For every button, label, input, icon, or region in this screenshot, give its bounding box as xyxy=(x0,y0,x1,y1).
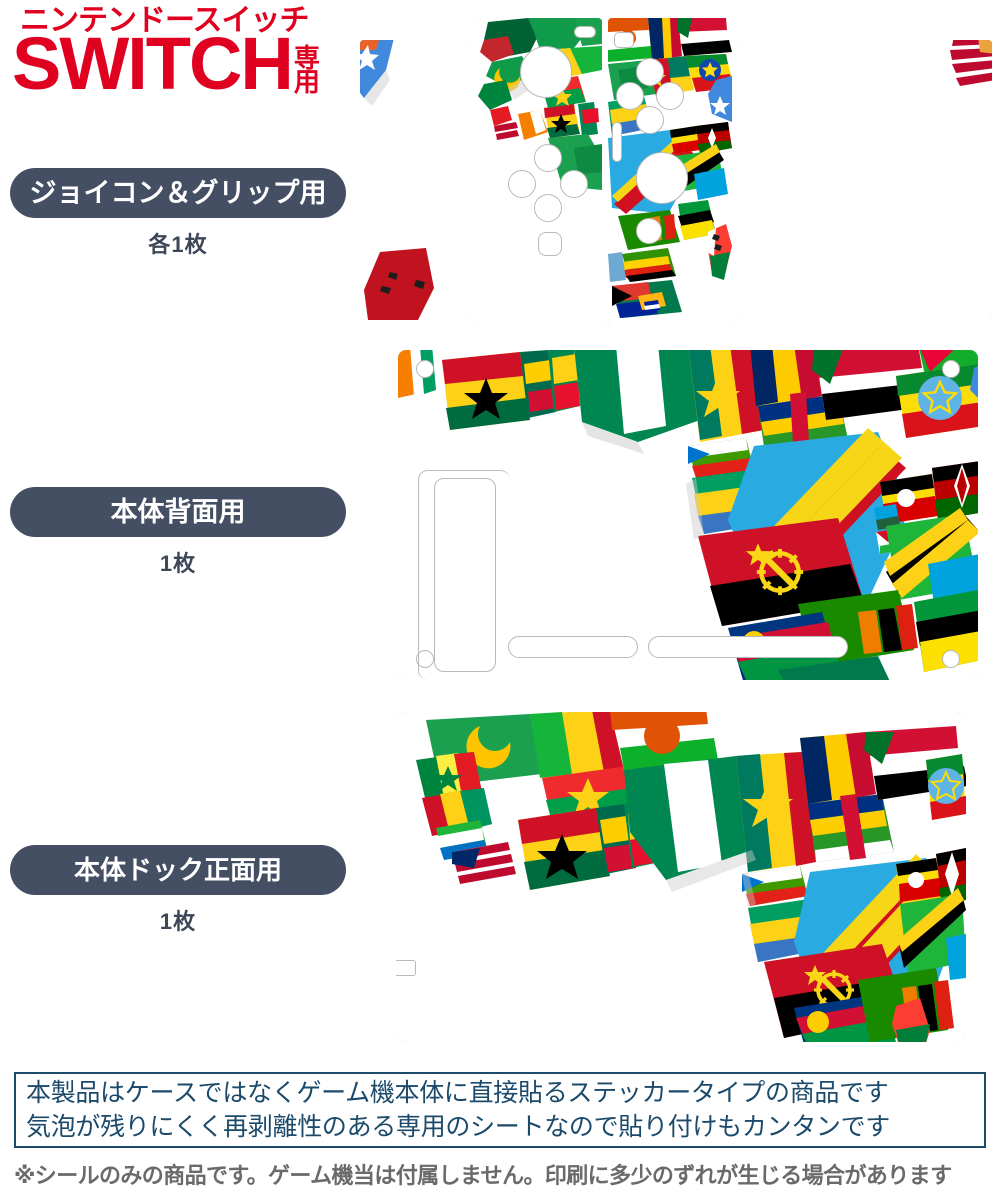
header-suffix-bottom: 用 xyxy=(293,67,320,98)
notice-line-2: 気泡が残りにくく再剥離性のある専用のシートなので貼り付けもカンタンです xyxy=(26,1113,891,1141)
rear-screw-hole-bottom-left xyxy=(416,650,434,668)
rear-vent-cutout-right xyxy=(648,636,848,658)
dpad-up-cutout xyxy=(534,144,562,172)
label-group-console-rear: 本体背面用 1枚 xyxy=(10,487,346,578)
header-brand: SWITCH xyxy=(12,22,294,105)
kickstand-outline xyxy=(418,470,510,680)
kickstand-cutout xyxy=(434,478,496,672)
label-group-joycon-grip: ジョイコン＆グリップ用 各1枚 xyxy=(10,168,346,259)
rear-screw-hole-top-right xyxy=(942,360,960,378)
button-b-cutout xyxy=(636,106,664,134)
button-y-cutout xyxy=(616,82,644,110)
label-title-joycon-grip: ジョイコン＆グリップ用 xyxy=(10,168,346,218)
label-count-dock-front: 1枚 xyxy=(159,909,197,934)
left-joycon-piece xyxy=(478,18,602,324)
header-brand-row: SWITCH 専 用 xyxy=(12,22,320,105)
dpad-right-cutout xyxy=(560,170,588,198)
left-grip-artwork xyxy=(360,40,470,320)
home-button-cutout xyxy=(636,218,662,244)
label-title-dock-front: 本体ドック正面用 xyxy=(10,845,346,895)
label-count-console-rear: 1枚 xyxy=(159,551,197,576)
left-grip-piece xyxy=(360,40,470,320)
notice-line-1: 本製品はケースではなくゲーム機本体に直接貼るステッカータイプの商品です xyxy=(26,1078,889,1107)
disclaimer-text: ※シールのみの商品です。ゲーム機当は付属しません。印刷に多少のずれが生じる場合が… xyxy=(14,1163,952,1188)
joycon-grip-skin-preview xyxy=(360,18,992,324)
dock-left-notch xyxy=(396,960,416,976)
left-stick-cutout xyxy=(520,46,572,98)
capture-button-cutout xyxy=(538,232,562,256)
plus-button-cutout xyxy=(614,32,634,48)
label-group-dock-front: 本体ドック正面用 1枚 xyxy=(10,845,346,936)
rear-screw-hole-top-left xyxy=(416,360,434,378)
right-grip-artwork xyxy=(740,40,992,320)
right-stick-cutout xyxy=(636,152,688,204)
right-joycon-piece xyxy=(608,18,732,324)
header-logo: ニンテンドースイッチ SWITCH 専 用 xyxy=(12,4,352,112)
dpad-left-cutout xyxy=(508,170,536,198)
notice-box: 本製品はケースではなくゲーム機本体に直接貼るステッカータイプの商品です 気泡が残… xyxy=(14,1072,986,1148)
right-grip-piece xyxy=(740,40,992,320)
dpad-down-cutout xyxy=(534,194,562,222)
rear-screw-hole-bottom-right xyxy=(942,650,960,668)
console-rear-skin-preview xyxy=(398,350,978,680)
rear-vent-cutout-left xyxy=(508,636,638,658)
header-suffix-top: 専 xyxy=(293,43,320,74)
header-suffix: 専 用 xyxy=(293,43,320,98)
dock-front-skin-preview xyxy=(396,712,966,1042)
label-title-console-rear: 本体背面用 xyxy=(10,487,346,537)
right-sl-sr-cutout xyxy=(612,122,622,162)
button-a-cutout xyxy=(656,82,684,110)
label-count-joycon-grip: 各1枚 xyxy=(148,232,208,257)
left-sl-sr-cutout xyxy=(574,26,596,38)
header-kana-line: ニンテンドースイッチ xyxy=(20,4,309,37)
dock-front-artwork xyxy=(396,712,966,1042)
button-x-cutout xyxy=(636,58,664,86)
